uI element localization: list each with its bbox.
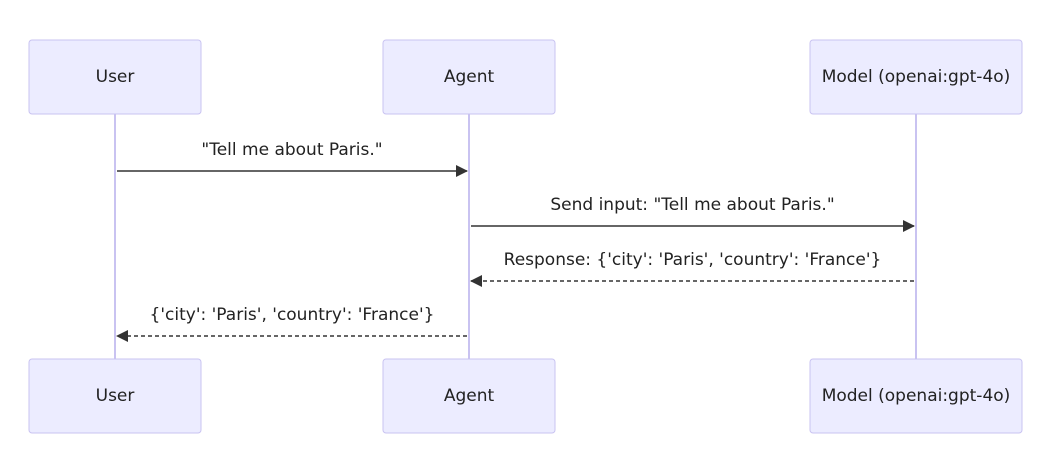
actor-bottom-model: Model (openai:gpt-4o) [809, 358, 1023, 434]
actor-label: User [96, 67, 135, 87]
actor-top-agent: Agent [382, 39, 556, 115]
actor-top-user: User [28, 39, 202, 115]
message-label: Response: {'city': 'Paris', 'country': '… [504, 250, 882, 270]
actor-label: Model (openai:gpt-4o) [822, 386, 1011, 406]
actor-box [382, 39, 556, 115]
actor-top-model: Model (openai:gpt-4o) [809, 39, 1023, 115]
actor-label: Agent [444, 67, 495, 87]
message-label: {'city': 'Paris', 'country': 'France'} [150, 305, 435, 325]
actor-label: Model (openai:gpt-4o) [822, 67, 1011, 87]
actor-bottom-user: User [28, 358, 202, 434]
actor-label: User [96, 386, 135, 406]
actor-label: Agent [444, 386, 495, 406]
message-label: "Tell me about Paris." [201, 140, 382, 160]
message-agent-to-user: {'city': 'Paris', 'country': 'France'} [116, 305, 467, 342]
actor-box [809, 358, 1023, 434]
actor-bottom-agent: Agent [382, 358, 556, 434]
message-label: Send input: "Tell me about Paris." [550, 195, 834, 215]
message-model-to-agent: Response: {'city': 'Paris', 'country': '… [470, 250, 914, 287]
message-user-to-agent: "Tell me about Paris." [117, 140, 468, 177]
actor-box [28, 39, 202, 115]
message-agent-to-model: Send input: "Tell me about Paris." [471, 195, 915, 232]
actor-box [809, 39, 1023, 115]
actor-box [28, 358, 202, 434]
actor-box [382, 358, 556, 434]
